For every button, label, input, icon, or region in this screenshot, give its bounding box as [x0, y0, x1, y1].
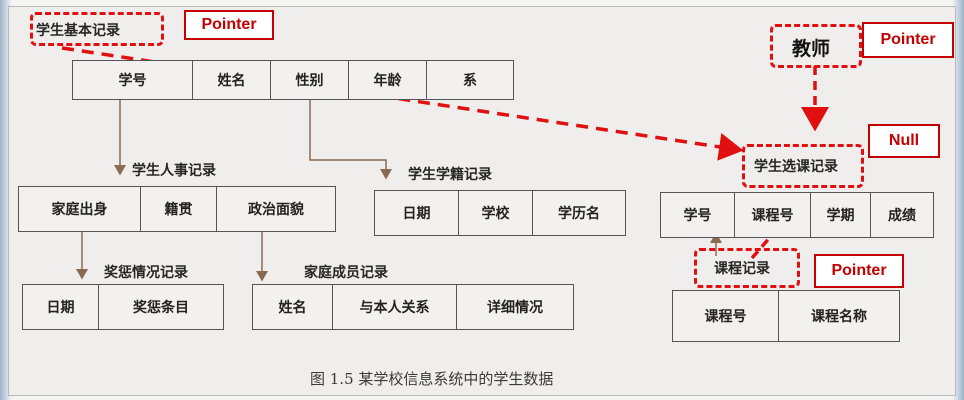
- field-student-id: 学号: [73, 61, 193, 99]
- course-selection-highlight: [742, 144, 864, 188]
- field-course-name: 课程名称: [811, 309, 867, 325]
- field-department: 系: [463, 73, 477, 89]
- field-sel-course-id: 课程号: [735, 193, 811, 237]
- figure-caption: 图 1.5 某学校信息系统中的学生数据: [310, 370, 554, 388]
- field-member-name: 姓名: [253, 285, 333, 329]
- field-sel-term: 学期: [811, 193, 871, 237]
- field-degree: 学历名: [558, 206, 600, 222]
- family-label: 家庭成员记录: [304, 265, 388, 281]
- student-status-record: 日期 学校 学历名: [374, 190, 626, 236]
- field-family-background: 家庭出身: [19, 187, 141, 231]
- student-basic-record: 学号 姓名 性别 年龄 系: [72, 60, 514, 100]
- course-selection-label: 学生选课记录: [754, 159, 838, 175]
- field-relation: 与本人关系: [333, 285, 457, 329]
- null-tag: Null: [868, 124, 940, 158]
- course-label: 课程记录: [714, 261, 770, 277]
- field-political-status: 政治面貌: [248, 202, 304, 218]
- course-record: 课程号 课程名称: [672, 290, 900, 342]
- field-age: 年龄: [349, 61, 427, 99]
- teacher-highlight: [770, 24, 862, 68]
- course-selection-record: 学号 课程号 学期 成绩: [660, 192, 934, 238]
- field-school: 学校: [459, 191, 533, 235]
- field-reward-item: 奖惩条目: [133, 300, 189, 316]
- pointer-tag-course: Pointer: [814, 254, 904, 288]
- edge-basic-status: [309, 98, 392, 180]
- field-course-id: 课程号: [673, 291, 779, 341]
- field-reward-date: 日期: [23, 285, 99, 329]
- field-date: 日期: [375, 191, 459, 235]
- course-highlight: [694, 248, 800, 288]
- field-name: 姓名: [193, 61, 271, 99]
- student-personnel-label: 学生人事记录: [132, 163, 216, 179]
- student-status-label: 学生学籍记录: [408, 167, 492, 183]
- pointer-tag-basic: Pointer: [184, 10, 274, 40]
- rewards-label: 奖惩情况记录: [104, 265, 188, 281]
- field-gender: 性别: [271, 61, 349, 99]
- pointer-tag-teacher: Pointer: [862, 22, 954, 58]
- teacher-label: 教师: [792, 38, 831, 60]
- family-record: 姓名 与本人关系 详细情况: [252, 284, 574, 330]
- field-sel-student-id: 学号: [661, 193, 735, 237]
- student-basic-label: 学生基本记录: [36, 23, 120, 39]
- field-native-place: 籍贯: [141, 187, 217, 231]
- student-basic-highlight: [30, 12, 164, 46]
- field-sel-grade: 成绩: [888, 208, 916, 224]
- field-details: 详细情况: [487, 300, 543, 316]
- rewards-record: 日期 奖惩条目: [22, 284, 224, 330]
- student-personnel-record: 家庭出身 籍贯 政治面貌: [18, 186, 336, 232]
